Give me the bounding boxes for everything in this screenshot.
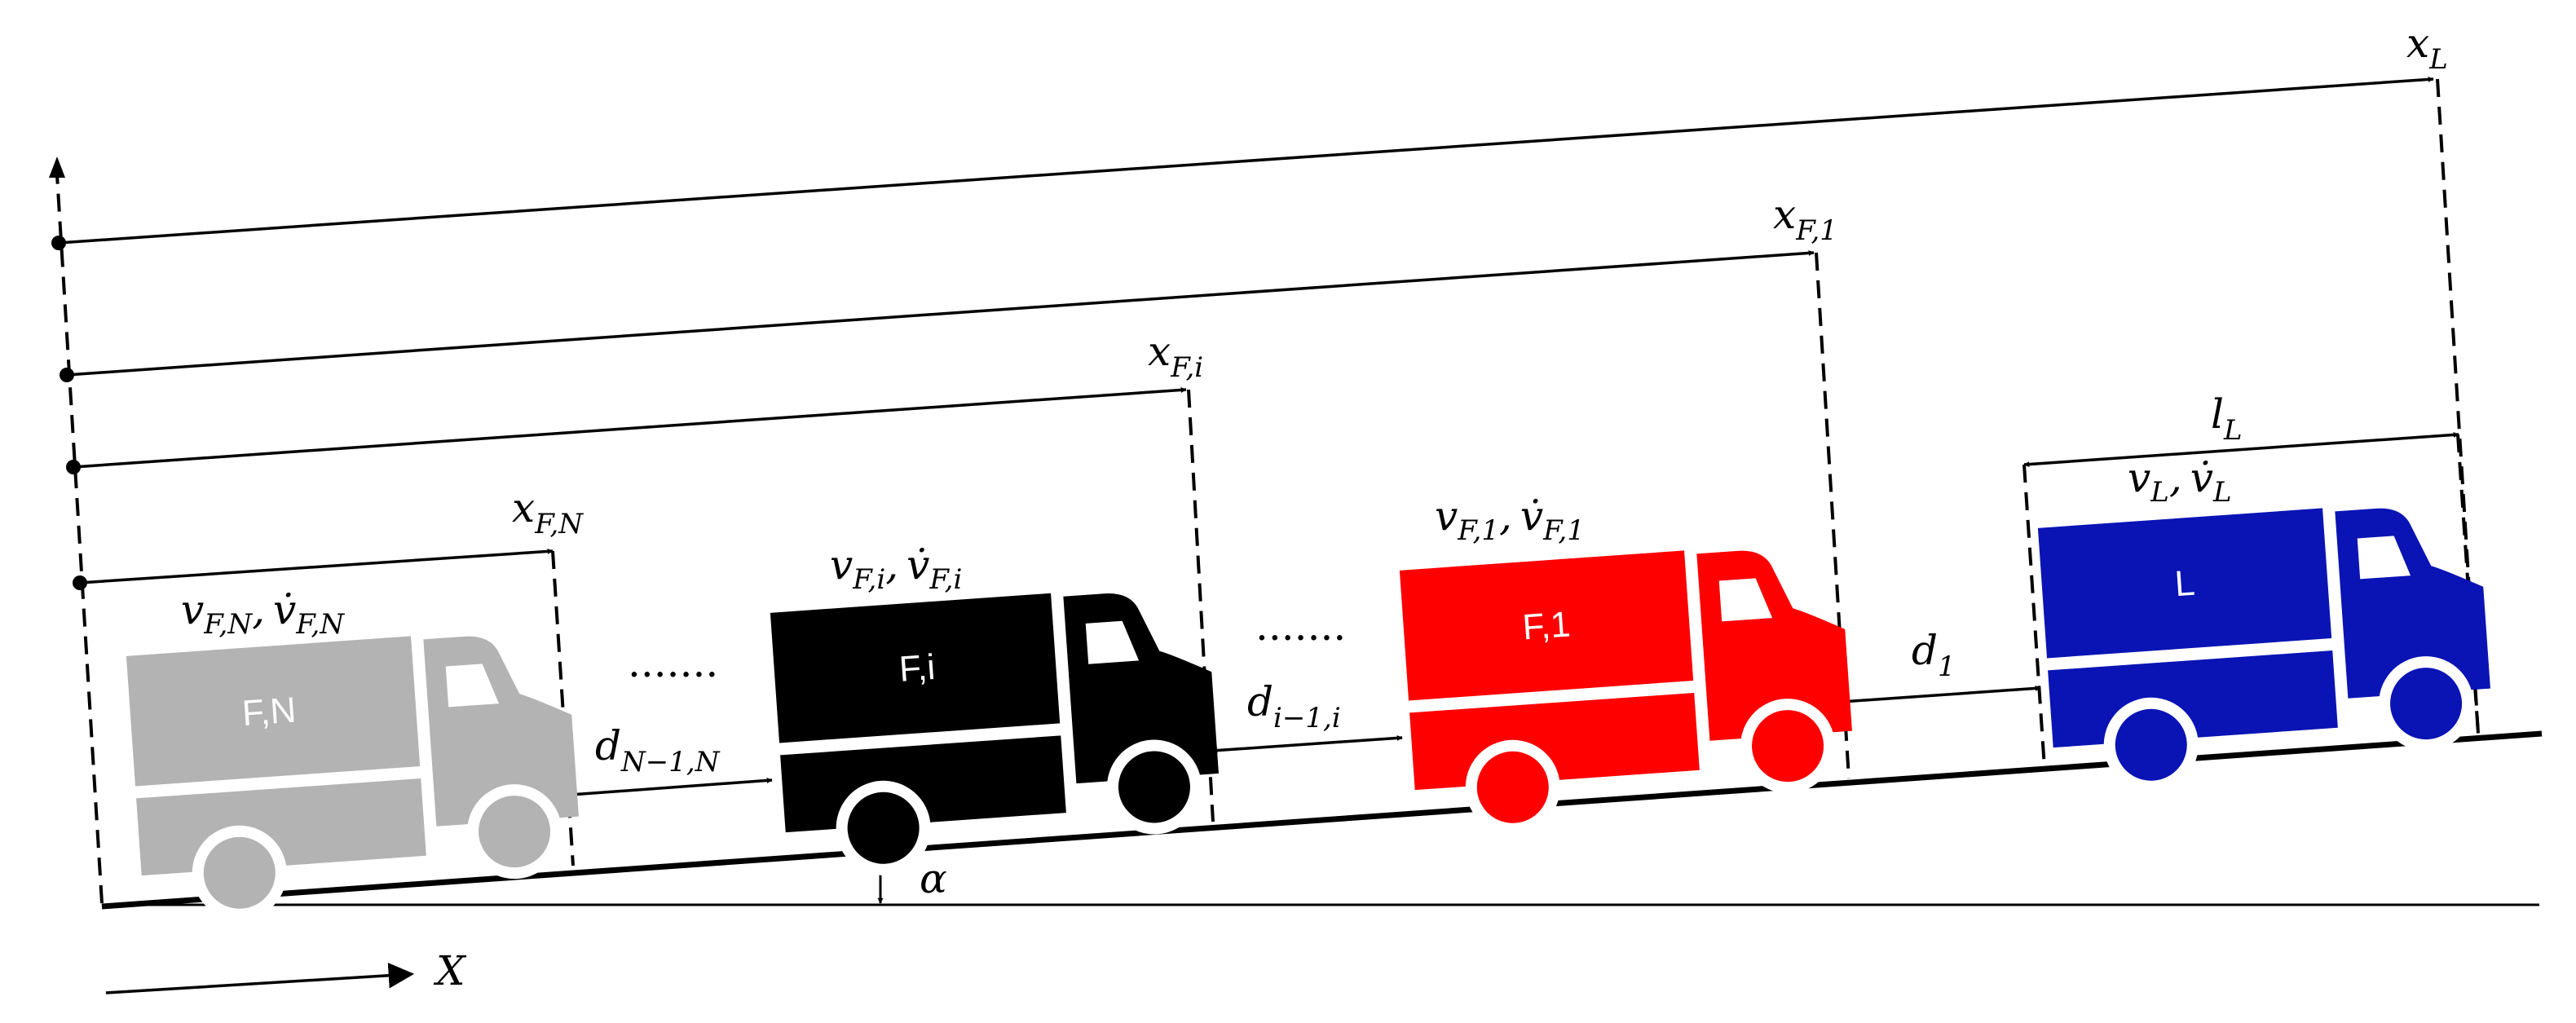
vertical-axis-arrowhead <box>49 157 65 178</box>
truck-follower-1: F,1 <box>1399 550 1852 835</box>
truck-rear-wheel <box>2115 708 2187 781</box>
label-x-L: xL <box>2406 20 2448 76</box>
truck-cab-window <box>1718 578 1773 622</box>
truck-box-top <box>1399 550 1694 701</box>
truck-front-wheel <box>2390 668 2463 740</box>
truck-cab-window <box>445 664 500 708</box>
label-d-N: dN−1,N <box>595 722 721 778</box>
label-v-L: vL,v̇L <box>2128 454 2232 509</box>
d1-gap-arrow <box>1841 685 2041 705</box>
lL-rear-dashed <box>2022 464 2046 769</box>
label-v-Fi: vF,i,v̇F,i <box>830 541 962 596</box>
label-d-1: d1 <box>1912 627 1956 683</box>
alpha-label: α <box>920 855 947 902</box>
truck-rear-wheel <box>1476 751 1549 823</box>
truck-rear-wheel <box>847 792 920 864</box>
x-axis-arrow <box>105 963 415 994</box>
xFi-position-arrow <box>73 386 1187 469</box>
truck-cab-window <box>2357 536 2411 580</box>
truck-follower-i: F,i <box>770 593 1219 875</box>
label-x-F1: xF,1 <box>1773 191 1837 247</box>
truck-front-wheel <box>1752 710 1824 783</box>
xF1-position-arrow <box>66 249 1815 377</box>
truck-rear-wheel <box>203 836 276 909</box>
truck-box-top <box>2037 508 2332 659</box>
x-axis-label: X <box>433 947 467 994</box>
label-v-FN: vF,N,v̇F,N <box>181 586 345 641</box>
truck-front-wheel <box>479 796 551 868</box>
truck-label: F,N <box>240 690 297 734</box>
truck-label: L <box>2173 563 2196 605</box>
ellipsis-dots-left: ....... <box>628 639 718 686</box>
truck-follower-n: F,N <box>126 636 579 920</box>
truck-front-wheel <box>1118 751 1190 823</box>
dN-gap-arrow <box>570 777 773 798</box>
label-v-F1: vF,1,v̇F,1 <box>1435 492 1585 547</box>
truck-box-top <box>770 593 1061 743</box>
lL-length-arrow <box>2023 431 2459 468</box>
truck-leader: L <box>2037 508 2490 792</box>
ellipsis-dots-right: ....... <box>1255 602 1346 650</box>
truck-box-top <box>126 636 421 787</box>
label-x-FN: xF,N <box>512 484 584 540</box>
label-x-Fi: xF,i <box>1148 328 1203 384</box>
xL-position-arrow <box>58 76 2434 245</box>
vertical-axis-dashed <box>55 174 104 904</box>
xF1-dashed-drop <box>1815 252 1850 779</box>
xFN-position-arrow <box>79 548 554 584</box>
label-d-i: di−1,i <box>1247 678 1341 734</box>
truck-label: F,i <box>898 647 936 690</box>
truck-cab-window <box>1085 620 1140 664</box>
di-gap-arrow <box>1211 734 1403 754</box>
label-l-L: lL <box>2211 390 2243 447</box>
truck-label: F,1 <box>1521 604 1572 647</box>
